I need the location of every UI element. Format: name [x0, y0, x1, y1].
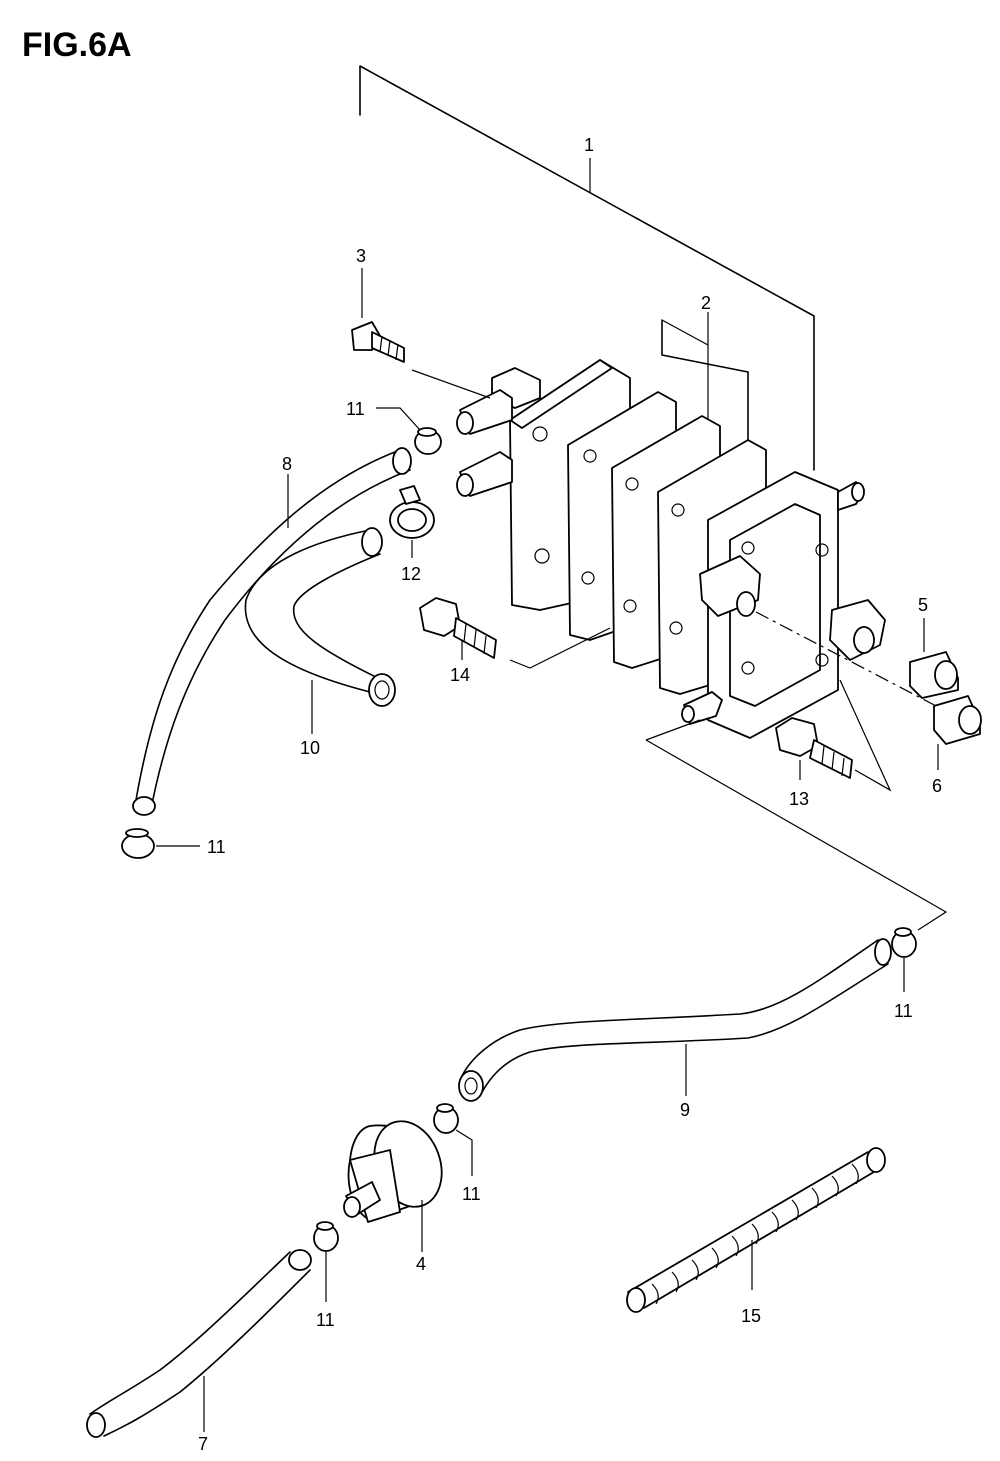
bolt-part-13: [775, 717, 853, 780]
callout-5: 5: [918, 595, 928, 615]
fuel-filter-part-4: [343, 1120, 443, 1252]
callout-4: 4: [416, 1254, 426, 1274]
callout-11-right: 11: [894, 1001, 913, 1021]
callout-labels: 1 2 3 11 8 12 5 14 10 13 6 11 11 9 11 4 …: [198, 135, 942, 1454]
callout-2: 2: [701, 293, 711, 313]
callout-8: 8: [282, 454, 292, 474]
callout-13: 13: [789, 789, 809, 809]
hose-part-8: [132, 447, 412, 816]
callout-11-filter: 11: [462, 1184, 481, 1204]
callout-9: 9: [680, 1100, 690, 1120]
callout-15: 15: [741, 1306, 761, 1326]
figure-title: FIG.6A: [22, 26, 132, 64]
callout-11-bottom: 11: [316, 1310, 335, 1330]
hose-part-9: [458, 938, 892, 1102]
callout-11-left: 11: [207, 837, 226, 857]
fuel-pump-cover: [645, 471, 948, 931]
callout-10: 10: [300, 738, 320, 758]
hose-part-7: [86, 1249, 312, 1438]
callout-3: 3: [356, 246, 366, 266]
valve-caps-parts-5-6: [909, 618, 982, 770]
clip-part-12: [389, 485, 435, 558]
callout-7: 7: [198, 1434, 208, 1454]
callout-14: 14: [450, 665, 470, 685]
hose-part-10: [244, 527, 396, 734]
callout-12: 12: [401, 564, 421, 584]
assembly-bracket: [359, 65, 815, 471]
callout-1: 1: [584, 135, 594, 155]
spiral-protector-part-15: [626, 1147, 886, 1313]
screw-part-3: [351, 268, 491, 399]
bolt-part-14: [419, 597, 611, 669]
callout-6: 6: [932, 776, 942, 796]
callout-11-top: 11: [346, 399, 365, 419]
hose-clamps-part-11: [121, 407, 917, 1302]
